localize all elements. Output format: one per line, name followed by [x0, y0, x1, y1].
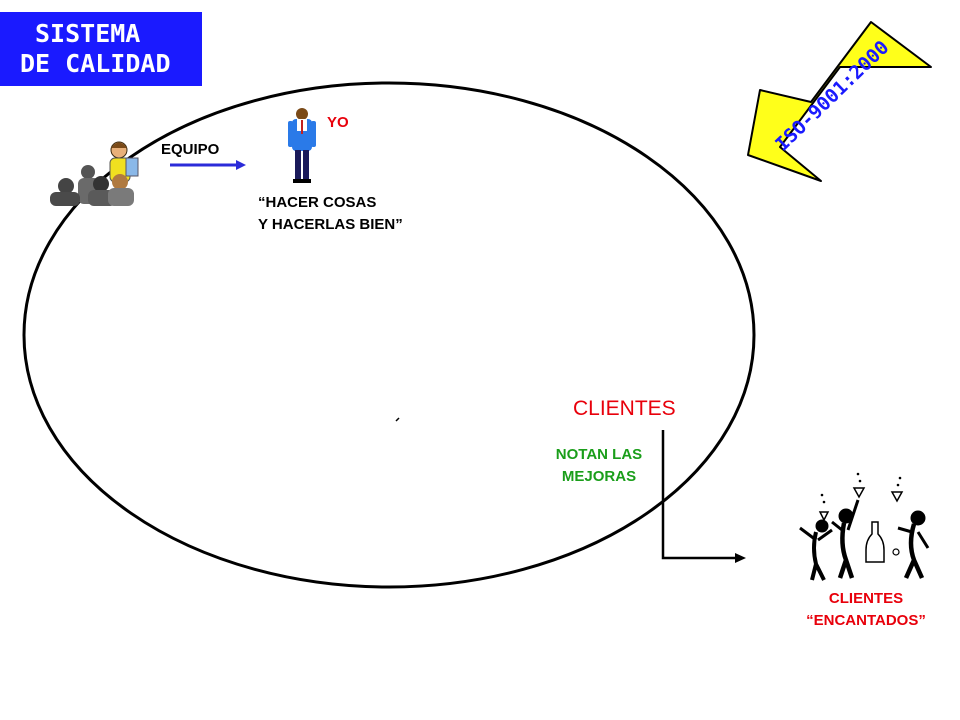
delighted-clients-text: CLIENTES “ENCANTADOS” [782, 588, 950, 632]
quality-cycle-ellipse [22, 81, 756, 589]
clients-arrow [661, 430, 746, 563]
motto-text: “HACER COSAS Y HACERLAS BIEN” [258, 192, 403, 236]
motto-line-1: “HACER COSAS [258, 194, 377, 211]
title-box: SISTEMA DE CALIDAD [0, 12, 202, 86]
notice-line-2: MEJORAS [561, 468, 637, 485]
me-label: YO [327, 114, 349, 131]
delighted-line-2: “ENCANTADOS” [806, 612, 926, 629]
iso-arrow: ISO-9001:2000 [747, 21, 932, 182]
delighted-line-1: CLIENTES [828, 590, 904, 607]
small-tick [395, 417, 400, 422]
me-figure [288, 108, 316, 183]
title-line-1: SISTEMA [35, 19, 141, 48]
team-label: EQUIPO [161, 141, 220, 158]
delighted-clients-illustration [799, 472, 930, 581]
team-illustration [50, 141, 139, 206]
clients-label: CLIENTES [573, 397, 676, 420]
motto-line-2: Y HACERLAS BIEN” [258, 216, 403, 233]
notice-text: NOTAN LAS MEJORAS [540, 444, 658, 488]
title-line-2: DE CALIDAD [20, 49, 171, 78]
notice-line-1: NOTAN LAS [555, 446, 643, 463]
team-arrow [170, 160, 246, 170]
